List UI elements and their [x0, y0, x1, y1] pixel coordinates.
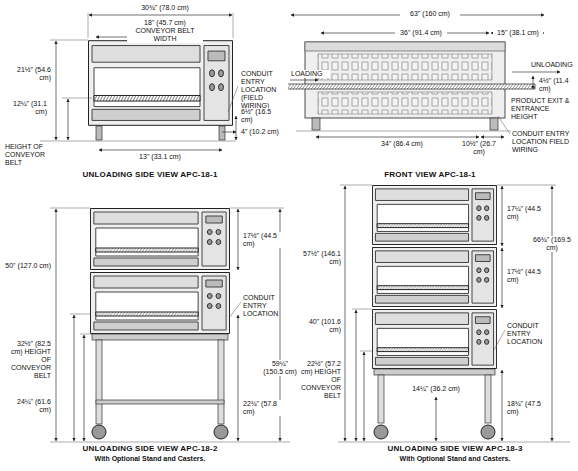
dimension-label: 17½" (44.5 cm) — [506, 268, 546, 284]
dimension-label: 15" (38.1 cm) — [493, 29, 543, 37]
dimension-label: 22¾" (57.8 cm) — [242, 400, 282, 416]
dimension-label: 17½" (44.5 cm) — [242, 232, 282, 248]
dimension-label: HEIGHT OF CONVEYOR BELT — [4, 143, 64, 167]
dimension-label: 4" (10.2 cm) — [240, 128, 286, 136]
dimension-label: 34" (86.4 cm) — [372, 140, 432, 148]
dimension-label: 66¾" (169.5 cm) — [531, 236, 573, 252]
view-caption: FRONT VIEW APC-18-1 — [310, 170, 550, 179]
single-oven-side — [40, 13, 238, 150]
dimension-label: 57½" (146.1 cm) — [296, 250, 342, 266]
dimension-label: LOADING — [290, 70, 330, 78]
dimension-label: 63" (160 cm) — [400, 10, 460, 18]
view-caption: UNLOADING SIDE VIEW APC-18-1 — [40, 170, 260, 179]
dimension-label: 36" (91.4 cm) — [395, 29, 447, 37]
dimension-label: 17¼" (44.5 cm) — [506, 205, 546, 221]
dimension-label: 13" (33.1 cm) — [135, 153, 185, 161]
dimension-label: 30¾" (78.0 cm) — [130, 4, 200, 12]
dimension-label: 59¼" (150.5 cm) — [261, 360, 299, 376]
dimension-label: UNLOADING — [530, 61, 572, 69]
triple-oven-stack — [338, 185, 570, 442]
view-caption: UNLOADING SIDE VIEW APC-18-3 — [340, 444, 570, 453]
dimension-label: 21½" (54.6 cm) — [4, 66, 52, 82]
dimension-label: CONDUIT ENTRY LOCATION — [506, 322, 542, 346]
dimension-label: 50" (127.0 cm) — [4, 262, 52, 270]
dimension-label: 14¼" (36.2 cm) — [411, 385, 461, 393]
dimension-label: CONDUIT ENTRY LOCATION (FIELD WIRING) — [240, 70, 288, 110]
dimension-label: 6½" (16.5 cm) — [240, 108, 280, 124]
view-caption: With Optional Stand and Casters. — [30, 455, 270, 463]
dimension-label: 22½" (57.2 cm) HEIGHT OF CONVEYOR BELT — [298, 360, 342, 400]
dimension-label: CONDUIT ENTRY LOCATION — [242, 294, 276, 318]
dimension-label: 12¼" (31.1 cm) — [4, 100, 48, 116]
dimension-label: 18" (45.7 cm) CONVEYOR BELT WIDTH — [127, 19, 203, 43]
dimension-label: 4½" (11.4 cm) — [538, 77, 574, 93]
dimension-label: PRODUCT EXIT & ENTRANCE HEIGHT — [510, 97, 572, 121]
view-caption: UNLOADING SIDE VIEW APC-18-2 — [30, 444, 270, 453]
view-caption: With Optional Stand and Casters. — [340, 455, 570, 463]
dimension-label: 40" (101.6 cm) — [296, 318, 342, 334]
dimension-label: 32½" (82.5 cm) HEIGHT OF CONVEYOR BELT — [4, 340, 52, 380]
dimension-label: 10½" (26.7 cm) — [455, 140, 503, 156]
dimension-label: CONDUIT ENTRY LOCATION FIELD WIRING — [511, 130, 573, 154]
double-oven-stack — [50, 208, 290, 442]
dimension-label: 24¼" (61.6 cm) — [4, 398, 52, 414]
dimension-label: 18¾" (47.5 cm) — [506, 400, 546, 416]
